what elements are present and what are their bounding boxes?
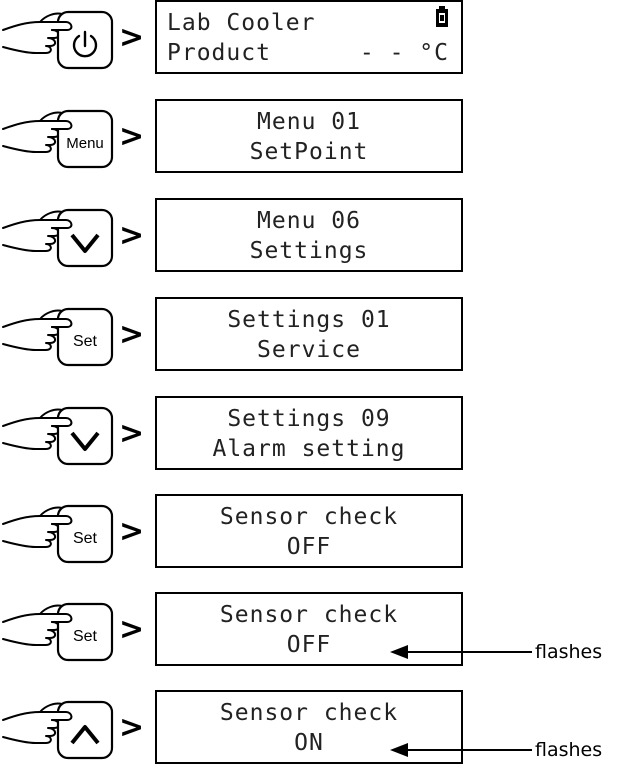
fingertip <box>52 21 73 31</box>
display-line-1: Lab Cooler <box>167 10 316 36</box>
pointer-arrow <box>390 645 532 659</box>
set-key[interactable]: Set <box>0 592 120 676</box>
display-line-1: Menu 06 <box>257 208 361 234</box>
display-line-1: Sensor check <box>219 602 399 628</box>
display-line-2: OFF <box>286 632 332 658</box>
button-frame <box>56 406 114 466</box>
temperature-value: - - °C <box>359 40 449 66</box>
up-key[interactable] <box>0 690 120 774</box>
fingertip <box>52 711 73 721</box>
fingertip <box>52 318 73 328</box>
next-step-arrow: > <box>119 317 145 352</box>
display-line-1: Settings 09 <box>227 406 391 432</box>
display-line-2: OFF <box>286 534 332 560</box>
fingertip <box>52 219 73 229</box>
pressing-hand-icon <box>2 10 114 70</box>
display-line-2: SetPoint <box>249 139 369 165</box>
fingertip <box>52 613 73 623</box>
lcd-display: Menu 01 SetPoint <box>155 99 463 173</box>
pressing-hand-icon <box>2 504 114 564</box>
display-line-2: ON <box>294 730 324 756</box>
lcd-display: Settings 01 Service <box>155 297 463 371</box>
lcd-display: Menu 06 Settings <box>155 198 463 272</box>
down-key[interactable] <box>0 396 120 480</box>
power-icon <box>72 30 98 58</box>
key-label: Set <box>72 333 97 350</box>
key-label: Set <box>72 530 97 547</box>
chevron-down-icon <box>70 431 100 451</box>
fingertip <box>52 515 73 525</box>
pressing-hand-icon <box>2 109 114 169</box>
pressing-hand-icon <box>2 406 114 466</box>
pressing-hand-icon <box>2 307 114 367</box>
procedure-step: > Menu 06 Settings <box>0 198 634 282</box>
next-step-arrow: > <box>119 20 145 55</box>
procedure-step: Set > Settings 01 Service <box>0 297 634 381</box>
display-line-1: Settings 01 <box>227 307 391 333</box>
battery-icon <box>436 6 448 27</box>
display-line-2: Service <box>257 337 361 363</box>
down-key[interactable] <box>0 198 120 282</box>
power-key[interactable] <box>0 0 120 84</box>
flashes-note: flashes <box>535 641 603 663</box>
set-key[interactable]: Set <box>0 297 120 381</box>
fingertip <box>52 417 73 427</box>
display-line-2: Settings <box>249 238 369 264</box>
display-line-1: Sensor check <box>219 700 399 726</box>
next-step-arrow: > <box>119 416 145 451</box>
pressing-hand-icon <box>2 602 114 662</box>
display-line-2: Alarm setting <box>212 436 406 462</box>
next-step-arrow: > <box>119 218 145 253</box>
key-label: Menu <box>66 135 104 152</box>
fingertip <box>52 120 73 130</box>
set-key[interactable]: Set <box>0 494 120 578</box>
menu-key[interactable]: Menu <box>0 99 120 183</box>
next-step-arrow: > <box>119 514 145 549</box>
pressing-hand-icon <box>2 208 114 268</box>
next-step-arrow: > <box>119 119 145 154</box>
button-frame <box>56 208 114 268</box>
procedure-step: > Settings 09 Alarm setting <box>0 396 634 480</box>
pressing-hand-icon <box>2 700 114 760</box>
key-label: Set <box>72 628 97 645</box>
display-line-2: Product <box>167 40 271 66</box>
procedure-step: Menu > Menu 01 SetPoint <box>0 99 634 183</box>
chevron-up-icon <box>70 725 100 745</box>
display-line-1: Sensor check <box>219 504 399 530</box>
chevron-down-icon <box>70 233 100 253</box>
lcd-display: Settings 09 Alarm setting <box>155 396 463 470</box>
display-line-1: Menu 01 <box>257 109 361 135</box>
next-step-arrow: > <box>119 612 145 647</box>
next-step-arrow: > <box>119 710 145 745</box>
pointer-arrow <box>390 743 532 757</box>
flashes-note: flashes <box>535 739 603 761</box>
